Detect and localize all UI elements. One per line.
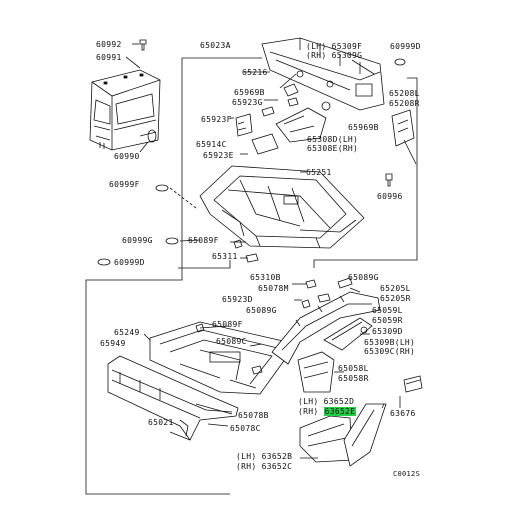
- callout-65059R: 65059R: [372, 316, 403, 325]
- callout-60999G: 60999G: [122, 236, 153, 245]
- callout-65310B: 65310B: [250, 273, 281, 282]
- callout-63652E-rh: (RH) 63652E: [298, 407, 357, 416]
- floor-panel-65251: [199, 165, 365, 249]
- callout-65078M: 65078M: [258, 284, 289, 293]
- callout-65089G-b: 65089G: [246, 306, 277, 315]
- callout-65058L: 65058L: [338, 364, 369, 373]
- callout-65923G: 65923G: [232, 98, 263, 107]
- callout-65059L: 65059L: [372, 306, 403, 315]
- callout-60990: 60990: [114, 152, 140, 161]
- callout-65208L: 65208L: [389, 89, 420, 98]
- callout-65078C: 65078C: [230, 424, 261, 433]
- cross-member-65216: [261, 37, 385, 111]
- callout-63652C-rh: (RH) 63652C: [236, 462, 293, 471]
- callout-65205L: 65205L: [380, 284, 411, 293]
- callout-65309G-rh: (RH) 65309G: [306, 51, 363, 60]
- document-code: C0012S: [393, 470, 421, 478]
- cab-illustration: [89, 69, 161, 151]
- callout-63652D-lh: (LH) 63652D: [298, 397, 355, 406]
- callout-60996: 60996: [377, 192, 403, 201]
- rh-prefix: (RH): [298, 407, 324, 416]
- callout-63652B-lh: (LH) 63652B: [236, 452, 293, 461]
- callout-65923E: 65923E: [203, 151, 234, 160]
- callout-65308D-lh: 65308D(LH): [307, 135, 359, 144]
- callout-65308E-rh: 65308E(RH): [307, 144, 359, 153]
- callout-60999F: 60999F: [109, 180, 140, 189]
- callout-65923F: 65923F: [201, 115, 232, 124]
- callout-65969B-b: 65969B: [348, 123, 379, 132]
- callout-65251: 65251: [306, 168, 332, 177]
- callout-65021: 65021: [148, 418, 174, 427]
- callout-60999D-top: 60999D: [390, 42, 421, 51]
- callout-65205R: 65205R: [380, 294, 411, 303]
- callout-65949: 65949: [100, 339, 126, 348]
- callout-65969B-a: 65969B: [234, 88, 265, 97]
- frame-outline-left: [85, 58, 230, 495]
- callout-65208R: 65208R: [389, 99, 420, 108]
- callout-65089F-a: 65089F: [188, 236, 219, 245]
- callout-65309D: 65309D: [372, 327, 403, 336]
- callout-60999D-mid: 60999D: [114, 258, 145, 267]
- callout-60991: 60991: [96, 53, 122, 62]
- callout-65923D: 65923D: [222, 295, 253, 304]
- callout-60992: 60992: [96, 40, 122, 49]
- callout-65089C: 65089C: [216, 337, 247, 346]
- callout-65914C: 65914C: [196, 140, 227, 149]
- callout-65216: 65216: [242, 68, 268, 77]
- callout-65089F-b: 65089F: [212, 320, 243, 329]
- callout-65078B: 65078B: [238, 411, 269, 420]
- callout-65309C-rh: 65309C(RH): [364, 347, 416, 356]
- callout-65249: 65249: [114, 328, 140, 337]
- frame-outline-right: [313, 77, 418, 268]
- side-member-65205: [271, 291, 381, 365]
- callout-65089G-a: 65089G: [348, 273, 379, 282]
- callout-65309B-lh: 65309B(LH): [364, 338, 416, 347]
- callout-65311: 65311: [212, 252, 238, 261]
- callout-65058R: 65058R: [338, 374, 369, 383]
- callout-65309F-lh: (LH) 65309F: [306, 42, 363, 51]
- callout-63676: 63676: [390, 409, 416, 418]
- highlighted-part-63652E[interactable]: 63652E: [323, 407, 357, 416]
- callout-65023A: 65023A: [200, 41, 231, 50]
